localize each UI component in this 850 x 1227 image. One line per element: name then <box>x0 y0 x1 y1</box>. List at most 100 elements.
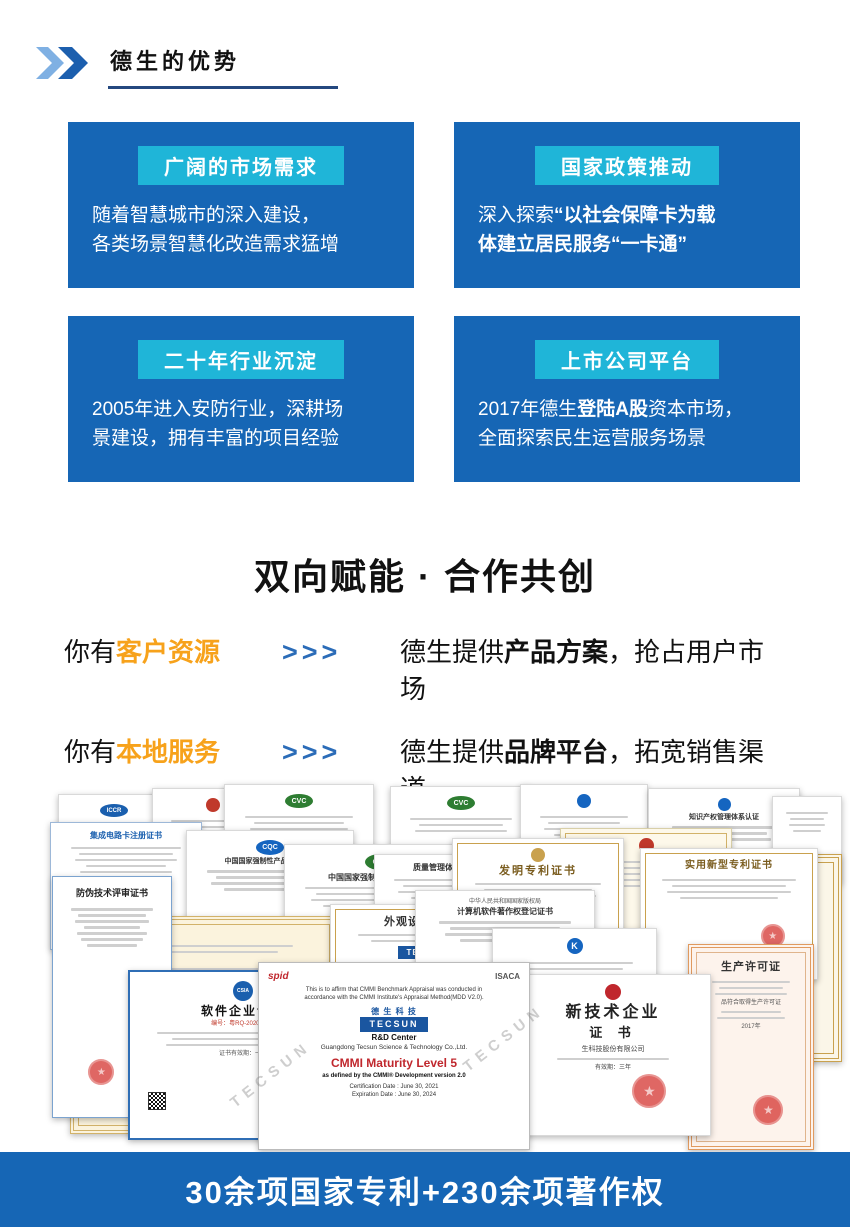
cert-logo-icon <box>717 798 731 811</box>
card-text-line: 2005年进入安防行业，深耕场 <box>92 395 390 424</box>
text-placeholder-bar <box>86 944 138 947</box>
certificate-hightech-enterprise-cert: 新技术企业证 书生科技股份有限公司有效期：三年★ <box>515 974 711 1136</box>
triple-arrow-icon: >>> <box>281 737 342 767</box>
text-placeholder-bar <box>157 1031 329 1035</box>
text-segment: 各类场景智慧化改造需求猛增 <box>92 234 340 256</box>
cert-text-line: 证书有效期：一年 <box>136 1050 350 1058</box>
cert-text-line: CMMI Maturity Level 5 <box>265 1055 523 1072</box>
text-placeholder-bar <box>790 817 824 820</box>
banner-text: 30余项国家专利+230余项著作权 <box>185 1175 665 1210</box>
card-title-badge: 国家政策推动 <box>535 146 719 185</box>
text-segment: 证书有效期：一年 <box>218 1050 267 1057</box>
cert-logo-icon: CSIA <box>233 981 253 1001</box>
cert-text-line: 生产许可证 <box>698 960 804 975</box>
text-segment: 2017年德生 <box>478 399 578 420</box>
card-text-line: 随着智慧城市的深入建设， <box>92 201 390 230</box>
cert-text-line: ISACA <box>495 971 520 982</box>
text-segment: TECSUN <box>360 1016 428 1032</box>
text-placeholder-bar <box>165 1043 321 1047</box>
text-segment: as defined by the CMMI® Development vers… <box>322 1072 466 1079</box>
cert-text-line: spid <box>268 970 289 984</box>
text-placeholder-bar <box>666 890 792 893</box>
cooperation-row: 你有客户资源>>>德生提供产品方案，抢占用户市场 <box>64 632 790 706</box>
text-placeholder-bar <box>74 858 178 862</box>
text-placeholder-bar <box>216 876 324 879</box>
cert-logo-icon <box>206 798 220 812</box>
cert-text-line: 新技术企业 <box>522 1002 704 1024</box>
text-placeholder-bar <box>671 826 777 829</box>
certificates-collage: ICCRCVCCVC知识产权管理体系认证★集成电路卡注册证书★★CQC中国国家强… <box>0 778 850 1152</box>
cert-logo-icon: K <box>566 938 583 954</box>
cert-text-line: 防伪技术评审证书 <box>59 887 165 900</box>
cert-text-line: Certification Date : June 30, 2021 <box>265 1083 523 1091</box>
card-title-badge: 二十年行业沉淀 <box>138 340 344 379</box>
text-placeholder-bar <box>129 950 279 953</box>
text-placeholder-bar <box>114 944 294 947</box>
spacer <box>698 975 804 977</box>
spacer <box>647 873 811 875</box>
card-text-line: 深入探索“以社会保障卡为载 <box>478 201 776 230</box>
spacer <box>59 900 165 905</box>
text-placeholder-bar <box>679 896 779 899</box>
cert-text-line: 2017年 <box>698 1023 804 1031</box>
text-placeholder-bar <box>556 1057 670 1061</box>
text-placeholder-bar <box>661 878 797 881</box>
card-text-line: 各类场景智慧化改造需求猛增 <box>92 230 390 259</box>
text-placeholder-bar <box>244 815 354 818</box>
text-segment: 本地服务 <box>116 737 221 767</box>
text-placeholder-bar <box>717 1016 785 1020</box>
text-placeholder-bar <box>81 938 143 941</box>
text-placeholder-bar <box>70 846 182 850</box>
text-segment: “以社会保障卡为载 <box>554 205 716 226</box>
text-segment: Certification Date : June 30, 2021 <box>349 1084 439 1091</box>
text-segment: 证 书 <box>589 1025 637 1041</box>
text-placeholder-bar <box>211 882 329 885</box>
spacer <box>499 956 650 958</box>
text-placeholder-bar <box>77 932 147 935</box>
title-underline: 德生的优势 <box>108 44 339 89</box>
cert-text-line: 生科技股份有限公司 <box>522 1045 704 1055</box>
cert-text-line: 德 生 科 技 <box>265 1006 523 1017</box>
text-segment: 你有 <box>64 637 117 667</box>
text-segment: 景建设，拥有丰富的项目经验 <box>92 428 340 450</box>
text-segment: CMMI Maturity Level 5 <box>330 1055 458 1070</box>
text-segment: R&D Center <box>371 1032 417 1042</box>
card-body: 随着智慧城市的深入建设， 各类场景智慧化改造需求猛增 <box>92 201 390 260</box>
cert-text-line: 实用新型专利证书 <box>647 859 811 873</box>
card-body: 深入探索“以社会保障卡为载体建立居民服务“一卡通” <box>478 201 776 260</box>
text-segment: 随着智慧城市的深入建设， <box>92 205 321 226</box>
text-placeholder-bar <box>788 823 826 826</box>
text-segment: 生产许可证 <box>721 961 781 973</box>
text-placeholder-bar <box>250 827 348 830</box>
cert-text-line: 中华人民共和国国家版权局 <box>422 898 588 906</box>
text-placeholder-bar <box>122 968 286 971</box>
text-segment: 德生提供 <box>399 737 504 767</box>
text-placeholder-bar <box>539 815 629 818</box>
page-header: 德生的优势 <box>36 44 339 89</box>
cert-text-line: 计算机软件著作权登记证书 <box>422 906 588 917</box>
text-segment: Expiration Date : June 30, 2024 <box>351 1092 437 1099</box>
cert-text-line: as defined by the CMMI® Development vers… <box>265 1072 523 1080</box>
text-segment: 登陆A股 <box>577 399 649 420</box>
text-segment: 有效期：三年 <box>594 1064 631 1071</box>
cert-text-line: Expiration Date : June 30, 2024 <box>265 1091 523 1099</box>
cert-text-line: 品符合取得生产许可证 <box>698 999 804 1007</box>
section-title: 双向赋能 · 合作共创 <box>254 556 596 597</box>
text-segment: spid <box>268 971 289 982</box>
text-segment: 防伪技术评审证书 <box>75 888 148 898</box>
advantage-card: 二十年行业沉淀 2005年进入安防行业，深耕场景建设，拥有丰富的项目经验 <box>68 316 414 482</box>
cert-logo-icon: CVC <box>447 796 475 810</box>
spacer <box>65 819 163 821</box>
text-placeholder-bar <box>254 821 344 824</box>
spacer <box>231 810 367 812</box>
text-segment: 体建立居民服务“一卡通” <box>478 234 688 256</box>
cert-text-line: 集成电路卡注册证书 <box>57 830 195 841</box>
text-placeholder-bar <box>793 829 821 832</box>
triple-arrow-icon: >>> <box>281 637 342 667</box>
text-placeholder-bar <box>206 870 334 873</box>
text-placeholder-bar <box>474 882 602 886</box>
spacer <box>397 812 525 814</box>
bottom-banner: 30余项国家专利+230余项著作权 <box>0 1152 850 1227</box>
cert-logo-icon <box>531 848 545 862</box>
